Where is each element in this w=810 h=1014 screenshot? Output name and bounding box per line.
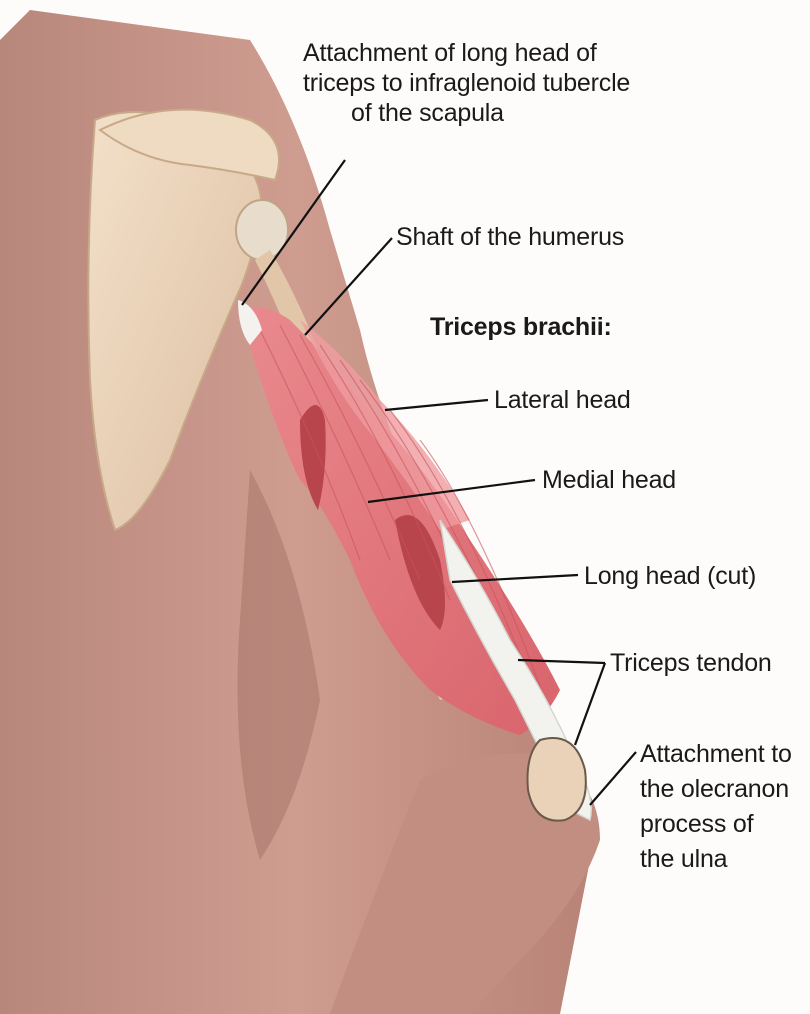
label-triceps-tendon: Triceps tendon: [610, 648, 772, 678]
leader-tendon-lower: [575, 663, 605, 745]
label-olecranon-attachment-line4: the ulna: [640, 842, 792, 877]
label-humerus-shaft: Shaft of the humerus: [396, 222, 624, 252]
label-olecranon-attachment-line1: Attachment to: [640, 737, 792, 772]
label-medial-head: Medial head: [542, 465, 676, 495]
label-long-head-attachment-line2: triceps to infraglenoid tubercle: [303, 68, 630, 98]
label-olecranon-attachment: Attachment to the olecranon process of t…: [640, 737, 792, 877]
leader-lateral-head: [385, 400, 488, 410]
label-triceps-brachii: Triceps brachii:: [430, 312, 612, 342]
leader-olecranon-attachment: [590, 752, 636, 805]
label-long-head-attachment-line3: of the scapula: [303, 98, 630, 128]
label-olecranon-attachment-line3: process of: [640, 807, 792, 842]
label-olecranon-attachment-line2: the olecranon: [640, 772, 792, 807]
label-long-head-attachment: Attachment of long head of triceps to in…: [303, 38, 630, 128]
label-long-head-attachment-line1: Attachment of long head of: [303, 38, 630, 68]
label-lateral-head: Lateral head: [494, 385, 631, 415]
olecranon-bone: [528, 738, 586, 821]
label-long-head-cut: Long head (cut): [584, 561, 756, 591]
